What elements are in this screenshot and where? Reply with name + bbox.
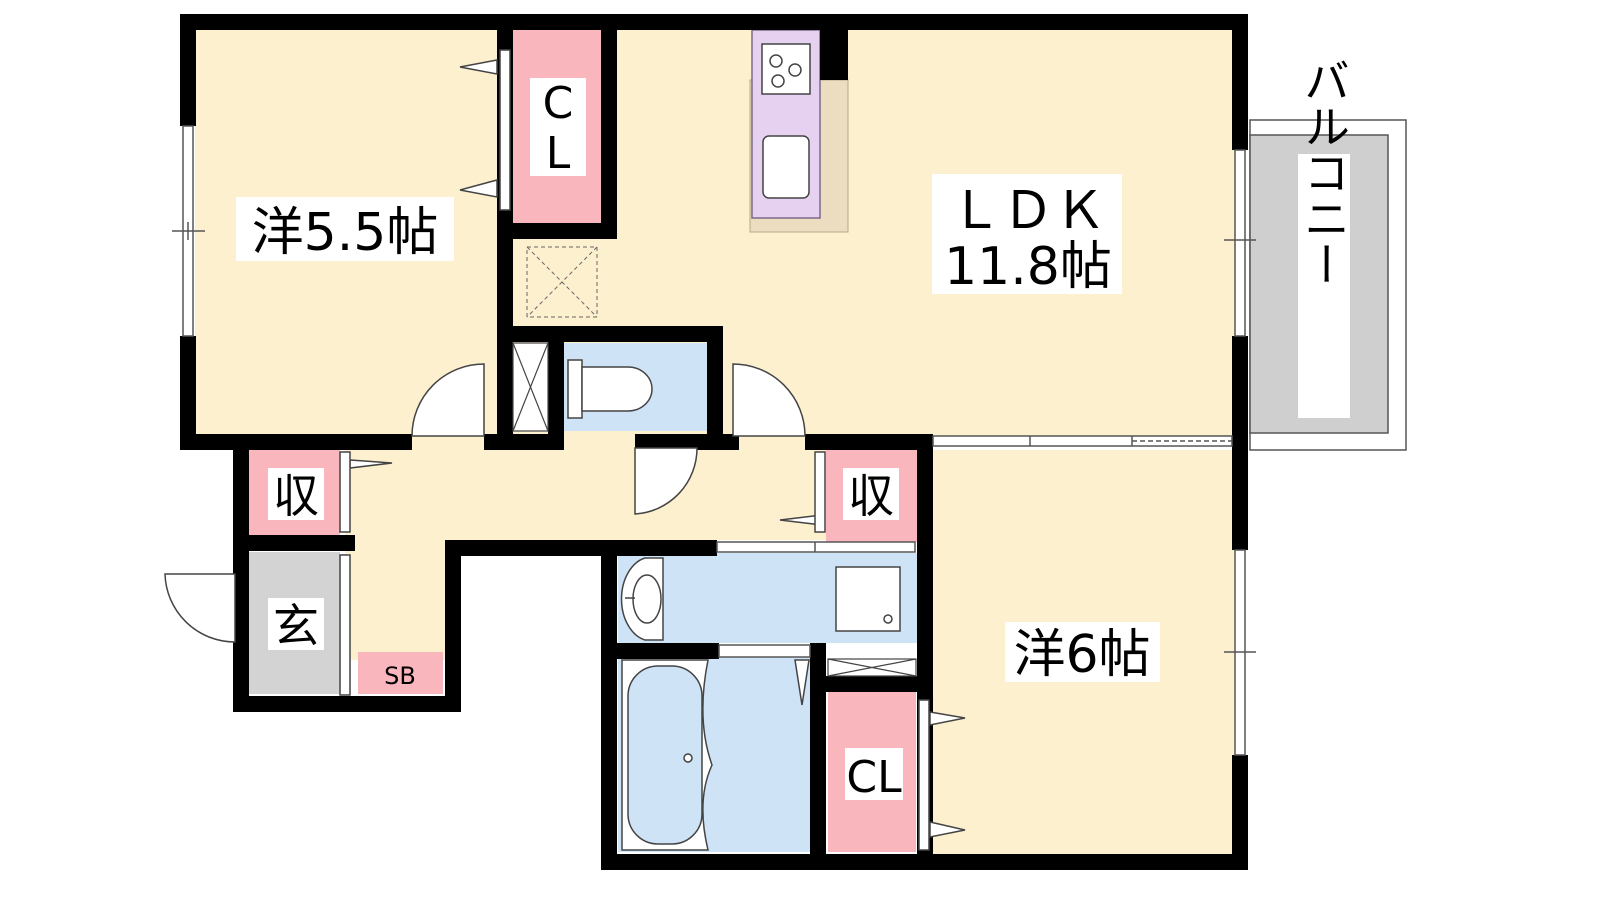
storage-cabinet-symbol bbox=[512, 342, 549, 432]
balcony-label: バルコニー bbox=[1297, 57, 1351, 287]
western-room-2-label: 洋6帖 bbox=[1013, 625, 1150, 685]
stove-icon bbox=[761, 43, 811, 95]
closet-2-label: CL bbox=[846, 752, 902, 803]
ldk-title: ＬＤＫ bbox=[950, 181, 1106, 241]
storage-right-label: 収 bbox=[848, 469, 894, 523]
bathtub-icon bbox=[621, 659, 713, 851]
ldk-size: 11.8帖 bbox=[944, 237, 1112, 297]
washing-machine-icon bbox=[835, 566, 901, 632]
fridge-space bbox=[526, 246, 598, 318]
entrance-label: 玄 bbox=[273, 599, 319, 653]
sink-icon bbox=[762, 135, 810, 199]
toilet-icon bbox=[567, 359, 653, 419]
closet-1-label-c: C bbox=[543, 78, 574, 129]
western-room-1-label: 洋5.5帖 bbox=[252, 203, 439, 263]
hallway-lower-floor bbox=[345, 540, 445, 660]
windows bbox=[172, 125, 1256, 756]
label-backgrounds bbox=[236, 78, 1350, 800]
washbasin-icon bbox=[620, 557, 664, 641]
closet-1-label-l: L bbox=[546, 128, 571, 179]
storage-left-label: 収 bbox=[273, 469, 319, 523]
doors bbox=[164, 49, 966, 851]
bath-cabinet-symbol bbox=[827, 658, 917, 677]
shoe-box bbox=[358, 652, 443, 694]
shoe-box-label: SB bbox=[384, 662, 416, 690]
